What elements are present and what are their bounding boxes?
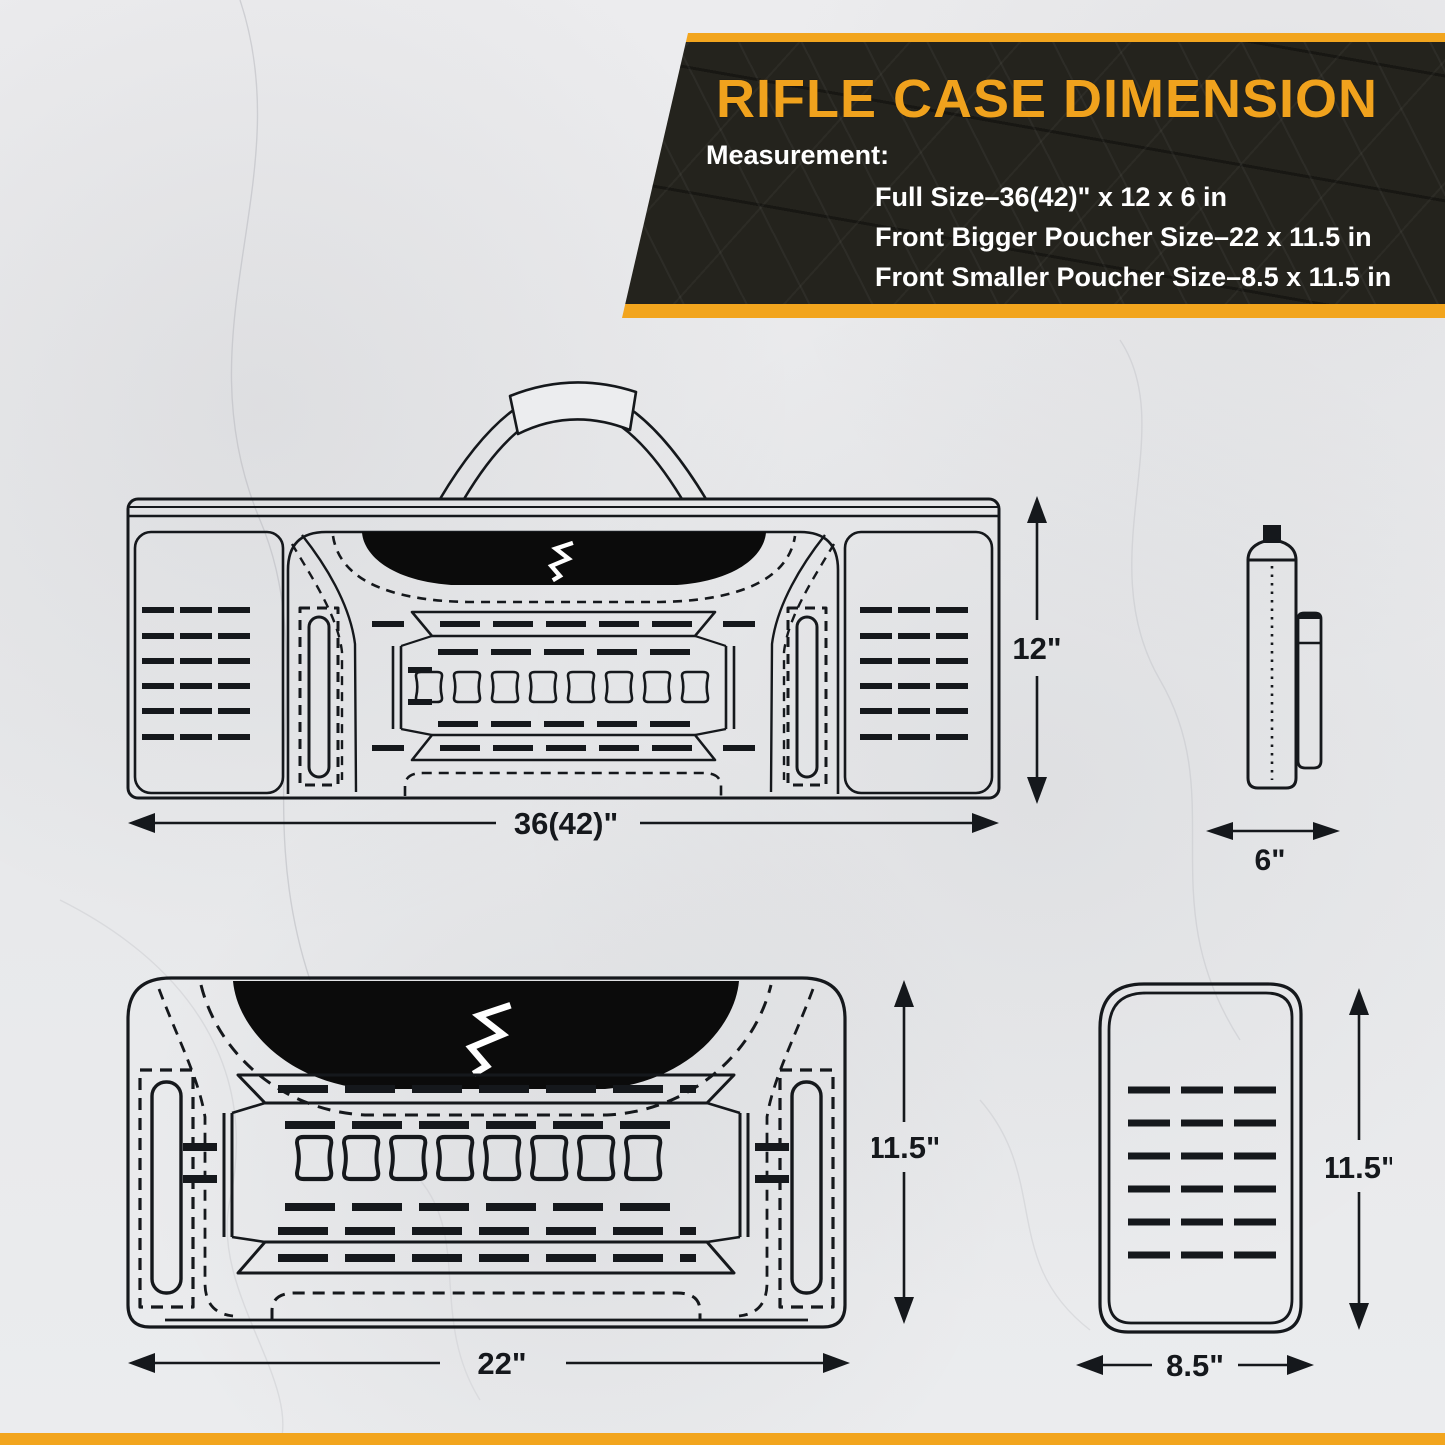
rifle-case-front-diagram xyxy=(126,381,1001,800)
banner-body: RIFLE CASE DIMENSION Measurement: Full S… xyxy=(622,42,1445,304)
smaller-pouch-width-arrow: 8.5" xyxy=(1076,1350,1314,1383)
center-molle-frame xyxy=(372,610,755,796)
full-case-height-label: 12" xyxy=(1012,631,1061,666)
full-case-width-arrow: 36(42)" xyxy=(128,808,999,841)
brand-logo-icon xyxy=(465,1002,512,1077)
right-molle-panel xyxy=(843,530,994,795)
handle-end-tab xyxy=(1263,525,1281,543)
measurement-label: Measurement: xyxy=(706,140,890,170)
bottom-pocket-stitch xyxy=(403,771,723,796)
right-wing-stitch xyxy=(738,988,815,1318)
measurement-list: Full Size–36(42)" x 12 x 6 in Front Bigg… xyxy=(875,177,1445,297)
side-top-dome xyxy=(1246,539,1298,561)
smaller-pouch-diagram xyxy=(1098,982,1303,1334)
bigger-pouch-diagram xyxy=(126,976,847,1329)
pouch-logo-band xyxy=(199,981,773,1117)
small-pouch-outer xyxy=(1098,982,1303,1334)
smaller-pouch-width-label: 8.5" xyxy=(1166,1350,1224,1383)
small-pouch-inner xyxy=(1107,991,1294,1325)
side-tabs xyxy=(372,621,755,751)
left-molle-panel xyxy=(133,530,285,795)
banner-title: RIFLE CASE DIMENSION xyxy=(716,69,1379,129)
pouch-elastic-loops xyxy=(297,1137,660,1179)
right-molle-webbing xyxy=(860,607,968,740)
right-strap xyxy=(786,606,828,787)
full-case-width-label: 36(42)" xyxy=(514,808,618,841)
banner-bottom-accent-bar xyxy=(622,304,1445,318)
banner-top-accent-bar xyxy=(622,33,1445,42)
case-outline xyxy=(126,497,1001,800)
small-pouch-molle-webbing xyxy=(1128,1086,1276,1259)
handle-grip-pad xyxy=(508,381,638,436)
pouch-bottom-stitch xyxy=(270,1291,702,1320)
title-banner: RIFLE CASE DIMENSION Measurement: Full S… xyxy=(622,33,1445,318)
smaller-pouch-height-arrow: 11.5" xyxy=(1326,988,1392,1330)
brand-logo-icon xyxy=(547,540,574,583)
bottom-accent-bar xyxy=(0,1433,1445,1445)
side-accessory-pouch xyxy=(1296,611,1323,770)
pouch-side-tabs xyxy=(183,1143,789,1183)
left-molle-webbing xyxy=(142,607,250,740)
rifle-case-side-diagram xyxy=(1246,525,1323,790)
pouch-molle-webbing xyxy=(278,1085,696,1262)
pouch-molle-frame xyxy=(183,1073,789,1320)
side-depth-label: 6" xyxy=(1255,844,1286,876)
pouch-right-strap xyxy=(778,1068,835,1309)
side-depth-arrow: 6" xyxy=(1206,822,1340,876)
smaller-pouch-height-label: 11.5" xyxy=(1326,1150,1392,1185)
logo-band xyxy=(331,532,797,604)
pouch-left-strap xyxy=(138,1068,195,1309)
center-molle-webbing xyxy=(438,621,692,751)
pouch-outline xyxy=(126,976,847,1329)
bigger-pouch-width-label: 22" xyxy=(477,1348,526,1381)
measurement-line-smaller-pouch: Front Smaller Poucher Size–8.5 x 11.5 in xyxy=(875,262,1392,292)
side-body xyxy=(1246,558,1298,790)
measurement-line-full-size: Full Size–36(42)" x 12 x 6 in xyxy=(875,182,1227,212)
full-case-height-arrow: 12" xyxy=(1012,496,1062,804)
left-wing-stitch xyxy=(157,988,234,1318)
elastic-loops xyxy=(414,670,710,704)
bigger-pouch-height-label: 11.5" xyxy=(872,1130,938,1165)
carry-handle xyxy=(438,381,708,500)
bigger-pouch-height-arrow: 11.5" xyxy=(872,980,938,1324)
measurement-line-bigger-pouch: Front Bigger Poucher Size–22 x 11.5 in xyxy=(875,222,1372,252)
left-strap xyxy=(298,606,340,787)
bigger-pouch-width-arrow: 22" xyxy=(128,1348,850,1381)
